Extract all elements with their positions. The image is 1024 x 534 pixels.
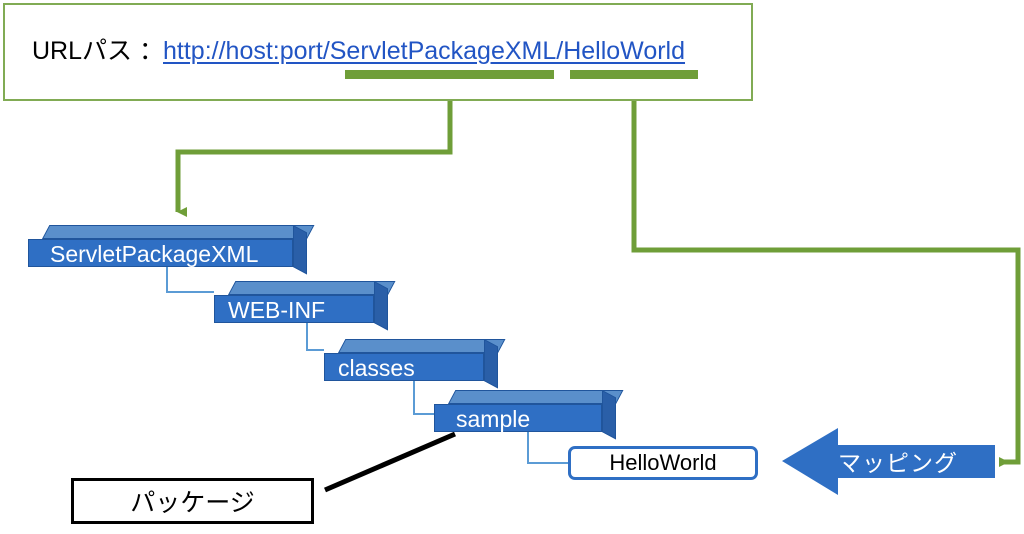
folder-top-face [448, 390, 624, 404]
mapping-arrow-shape[interactable] [782, 428, 995, 495]
folder-front-face [214, 295, 374, 323]
folder-top-face [42, 225, 315, 239]
folder-side-face [293, 225, 307, 275]
helloworld-label: HelloWorld [609, 450, 717, 475]
folder-web-inf[interactable]: WEB-INF [214, 281, 396, 331]
connector-classes-sample [413, 381, 434, 415]
package-box: パッケージ [71, 478, 314, 524]
folder-label: sample [456, 406, 531, 432]
folder-side-face [484, 339, 498, 389]
folder-front-face [28, 239, 293, 267]
folder-top-face [338, 339, 506, 353]
connector-servletpackagexml-webinf [166, 267, 214, 293]
folder-top-face [228, 281, 396, 295]
green-path-mapping [631, 79, 1021, 467]
folder-front-face [434, 404, 602, 432]
mapping-label: マッピング [838, 450, 958, 476]
package-label: パッケージ [130, 489, 255, 517]
folder-side-face [602, 390, 616, 440]
folder-label: WEB-INF [228, 297, 326, 323]
highlight-servletpackagexml [345, 70, 554, 79]
folder-front-face [324, 353, 484, 381]
helloworld-box[interactable]: HelloWorld [568, 446, 758, 480]
folder-label: ServletPackageXML [50, 241, 259, 267]
folder-label: classes [338, 355, 415, 381]
folder-sample[interactable]: sample [434, 390, 624, 440]
url-path-label: URLパス ： [32, 37, 164, 65]
highlight-helloworld [570, 70, 698, 79]
green-path-package [175, 79, 453, 217]
url-link[interactable]: http://host:port/ServletPackageXML/Hello… [163, 37, 686, 65]
connector-sample-helloworld [527, 432, 568, 464]
folder-side-face [374, 281, 388, 331]
folder-classes[interactable]: classes [324, 339, 506, 389]
package-leader-line [324, 431, 456, 493]
folder-servletpackagexml[interactable]: ServletPackageXML [28, 225, 315, 275]
connector-webinf-classes [306, 323, 324, 351]
url-panel: URLパス ： http://host:port/ServletPackageX… [3, 3, 753, 101]
